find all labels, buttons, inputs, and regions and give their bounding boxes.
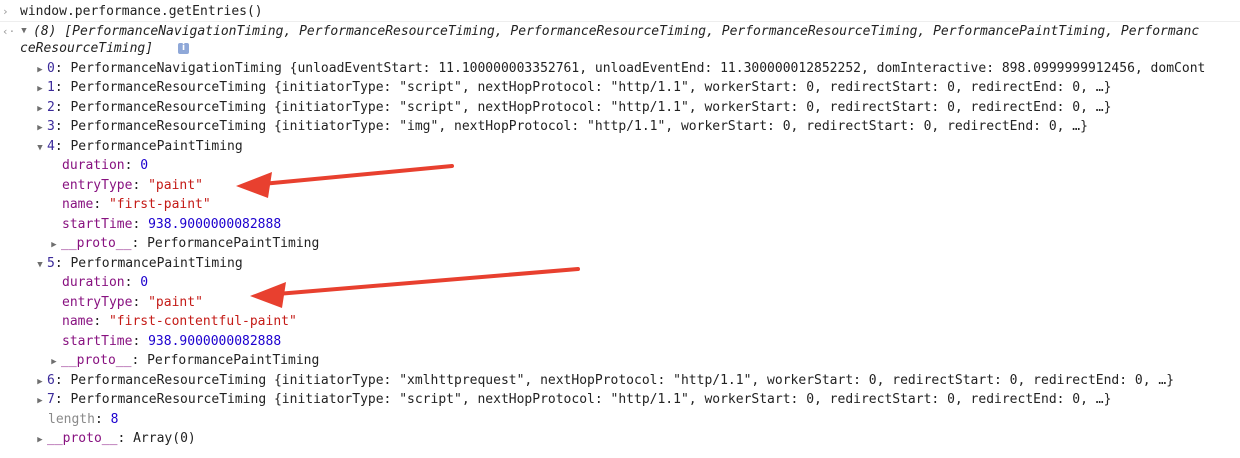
entry-preview: : PerformanceResourceTiming {initiatorTy…: [54, 373, 1175, 388]
expanded-triangle-icon[interactable]: ▼: [21, 26, 27, 36]
property-proto[interactable]: ▶__proto__: PerformancePaintTiming: [48, 234, 319, 253]
property-entrytype: entryType: "paint": [62, 178, 203, 193]
entry-row[interactable]: ▶ 2: PerformanceResourceTiming {initiator…: [34, 98, 1111, 117]
property-entrytype: entryType: "paint": [62, 295, 203, 310]
entry-row[interactable]: ▶ 3: PerformanceResourceTiming {initiator…: [34, 117, 1088, 136]
array-length-row: length: 8: [48, 412, 119, 427]
entry-preview: : PerformanceNavigationTiming {unloadEve…: [54, 61, 1206, 76]
result-summary-text-2: ceResourceTiming]: [20, 41, 154, 56]
entry-preview: : PerformanceResourceTiming {initiatorTy…: [54, 100, 1112, 115]
entry-row[interactable]: ▶ 1: PerformanceResourceTiming {initiator…: [34, 78, 1111, 97]
collapsed-triangle-icon[interactable]: ▶: [51, 240, 57, 250]
entry-type: PerformancePaintTiming: [70, 139, 243, 154]
collapsed-triangle-icon[interactable]: ▶: [37, 104, 43, 114]
entry-preview: : PerformanceResourceTiming {initiatorTy…: [54, 80, 1112, 95]
annotation-arrow-icon: [250, 267, 580, 308]
entry-key: 5: [47, 256, 55, 271]
collapsed-triangle-icon[interactable]: ▶: [37, 84, 43, 94]
entry-key: 7: [47, 392, 55, 407]
console-command-text: window.performance.getEntries(): [20, 4, 263, 19]
entry-key: 2: [47, 100, 55, 115]
collapsed-triangle-icon[interactable]: ▶: [37, 377, 43, 387]
entry-preview: : PerformanceResourceTiming {initiatorTy…: [54, 119, 1088, 134]
property-name: name: "first-contentful-paint": [62, 314, 297, 329]
result-summary-text: (8) [PerformanceNavigationTiming, Perfor…: [33, 24, 1200, 39]
console-command-row[interactable]: › window.performance.getEntries(): [0, 2, 1240, 22]
entry-key: 1: [47, 80, 55, 95]
collapsed-triangle-icon[interactable]: ▶: [37, 435, 43, 445]
entry-key: 0: [47, 61, 55, 76]
info-icon[interactable]: i: [178, 43, 189, 54]
paint-entry-header[interactable]: ▼4: PerformancePaintTiming: [34, 137, 243, 156]
paint-entry-header[interactable]: ▼5: PerformancePaintTiming: [34, 254, 243, 273]
property-starttime: startTime: 938.9000000082888: [62, 334, 282, 349]
collapsed-triangle-icon[interactable]: ▶: [37, 65, 43, 75]
expanded-triangle-icon[interactable]: ▼: [37, 260, 43, 270]
expanded-triangle-icon[interactable]: ▼: [37, 143, 43, 153]
entry-row[interactable]: ▶ 6: PerformanceResourceTiming {initiator…: [34, 371, 1174, 390]
entry-key: 4: [47, 139, 55, 154]
property-duration: duration: 0: [62, 275, 149, 290]
result-return-icon: ‹·: [2, 25, 16, 38]
property-proto[interactable]: ▶__proto__: PerformancePaintTiming: [48, 351, 319, 370]
entry-key: 3: [47, 119, 55, 134]
property-duration: duration: 0: [62, 158, 149, 173]
entry-type: PerformancePaintTiming: [70, 256, 243, 271]
collapsed-triangle-icon[interactable]: ▶: [51, 357, 57, 367]
property-name: name: "first-paint": [62, 197, 211, 212]
entry-row[interactable]: ▶ 0: PerformanceNavigationTiming {unloadE…: [34, 59, 1205, 78]
entry-key: 6: [47, 373, 55, 388]
entry-preview: : PerformanceResourceTiming {initiatorTy…: [54, 392, 1112, 407]
prompt-chevron-icon: ›: [2, 5, 9, 18]
property-starttime: startTime: 938.9000000082888: [62, 217, 282, 232]
array-proto-row[interactable]: ▶__proto__: Array(0): [34, 429, 195, 448]
collapsed-triangle-icon[interactable]: ▶: [37, 123, 43, 133]
collapsed-triangle-icon[interactable]: ▶: [37, 396, 43, 406]
entry-row[interactable]: ▶ 7: PerformanceResourceTiming {initiator…: [34, 390, 1111, 409]
annotation-arrow-icon: [236, 164, 454, 198]
